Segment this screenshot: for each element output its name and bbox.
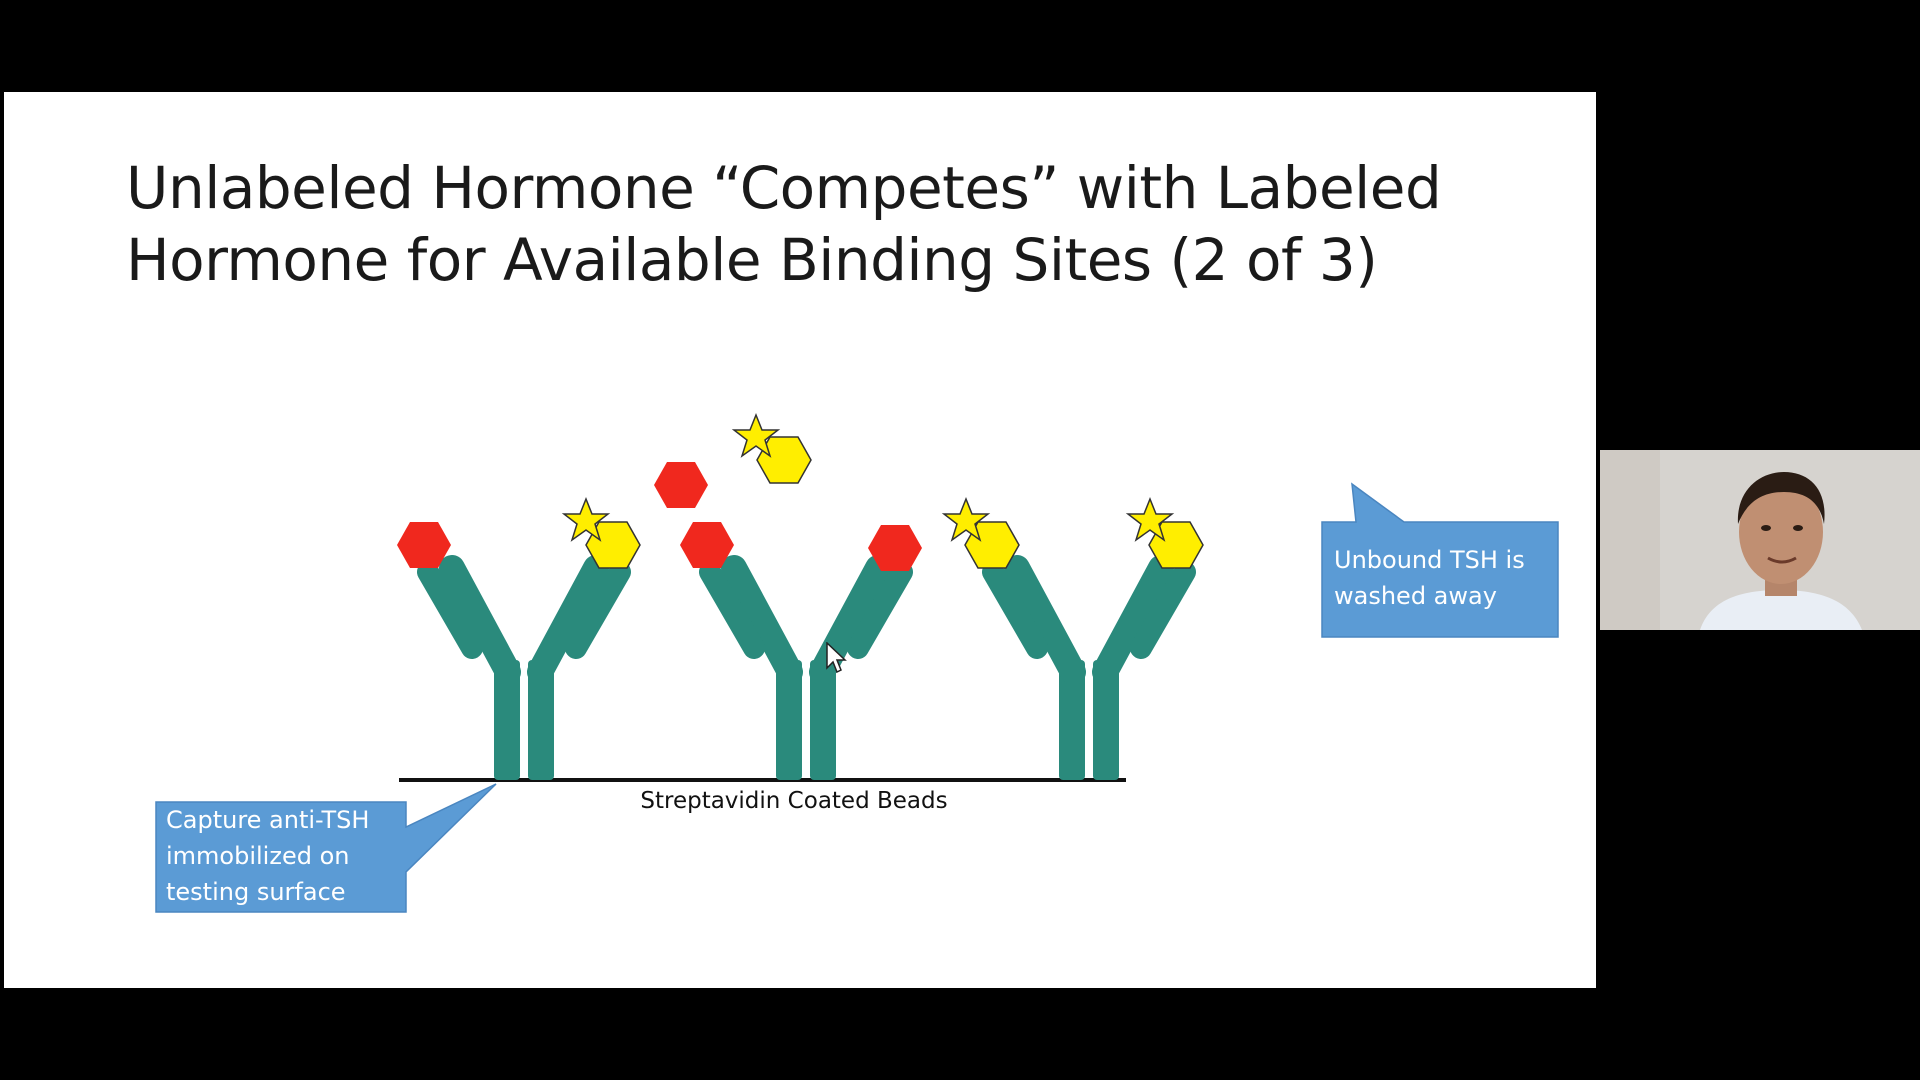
- callout-capture-line-3: testing surface: [166, 878, 346, 906]
- red-hexagon: [654, 462, 708, 508]
- immunoassay-diagram: [155, 414, 1559, 913]
- base-label: Streptavidin Coated Beads: [640, 788, 948, 814]
- presenter-avatar-icon: [1600, 450, 1920, 630]
- slide-title-line-1: Unlabeled Hormone “Competes” with Labele…: [126, 154, 1442, 222]
- presenter-video: [1600, 450, 1920, 630]
- slide-title: Unlabeled Hormone “Competes” with Labele…: [126, 152, 1526, 296]
- presentation-slide: Unlabeled Hormone “Competes” with Labele…: [4, 92, 1596, 988]
- callout-capture-line-1: Capture anti-TSH: [166, 806, 370, 834]
- callout-capture-text: Capture anti-TSH immobilized on testing …: [166, 802, 396, 910]
- callout-unbound-line-2: washed away: [1334, 582, 1497, 610]
- callout-unbound-text: Unbound TSH is washed away: [1334, 542, 1554, 614]
- antibody-shape: [710, 568, 902, 780]
- mouse-cursor-icon: [826, 642, 847, 674]
- callout-capture-line-2: immobilized on: [166, 842, 350, 870]
- callout-unbound-line-1: Unbound TSH is: [1334, 546, 1525, 574]
- antibody-shape: [993, 568, 1185, 780]
- callout-capture-shape: [155, 783, 497, 913]
- callout-unbound-shape: [1321, 482, 1559, 638]
- slide-title-line-2: Hormone for Available Binding Sites (2 o…: [126, 226, 1378, 294]
- antibody-shape: [428, 568, 620, 780]
